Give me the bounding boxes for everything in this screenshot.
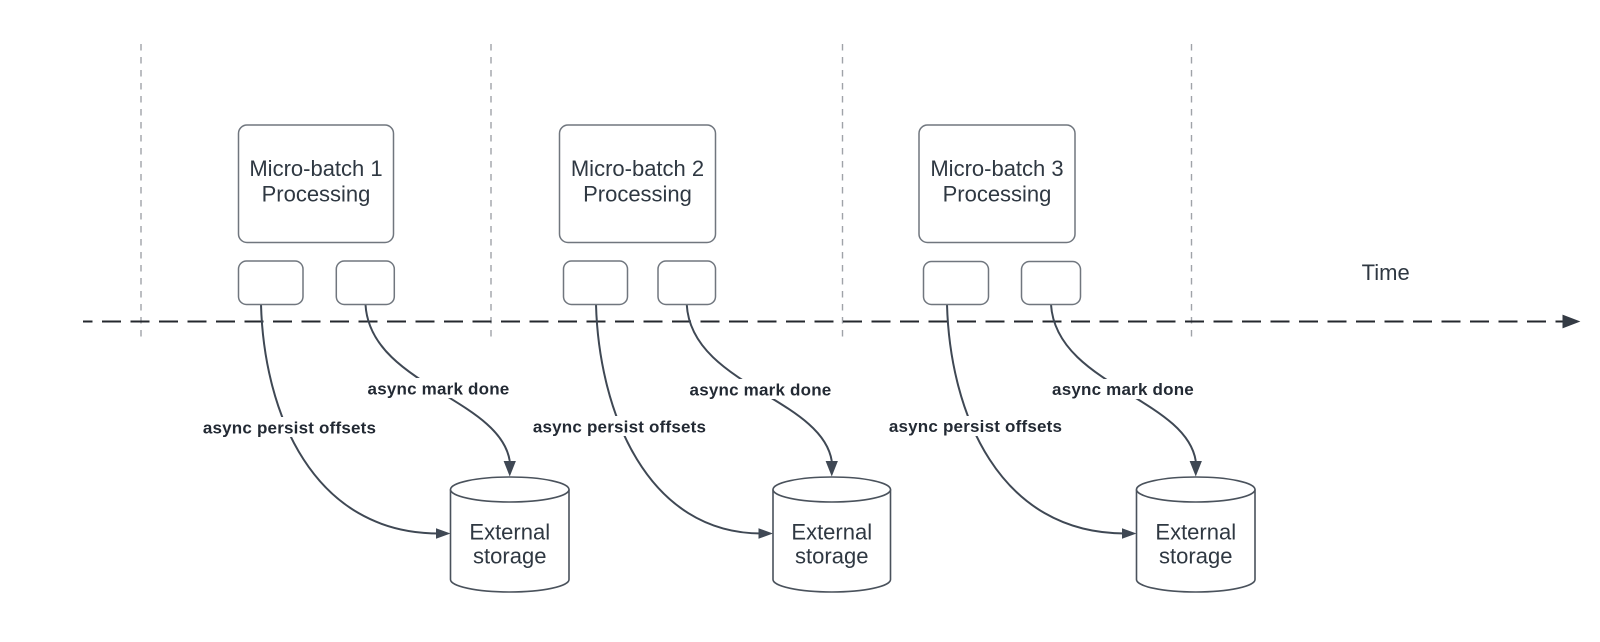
svg-text:Processing: Processing (943, 182, 1052, 207)
svg-text:Processing: Processing (583, 182, 692, 207)
svg-text:External: External (1155, 520, 1236, 545)
svg-text:Micro-batch 2: Micro-batch 2 (571, 156, 704, 181)
svg-text:async mark done: async mark done (368, 380, 510, 399)
svg-text:External: External (469, 520, 550, 545)
svg-text:storage: storage (795, 544, 868, 569)
svg-text:Processing: Processing (262, 182, 371, 207)
svg-text:async persist offsets: async persist offsets (203, 419, 376, 438)
svg-text:Micro-batch 1: Micro-batch 1 (249, 156, 382, 181)
svg-text:async mark done: async mark done (1052, 380, 1194, 399)
svg-text:async persist offsets: async persist offsets (533, 418, 706, 437)
svg-text:storage: storage (1159, 544, 1232, 569)
svg-text:Time: Time (1362, 260, 1410, 285)
svg-text:async persist offsets: async persist offsets (889, 417, 1062, 436)
svg-text:External: External (791, 520, 872, 545)
svg-text:async mark done: async mark done (690, 381, 832, 400)
svg-text:Micro-batch 3: Micro-batch 3 (930, 156, 1063, 181)
svg-text:storage: storage (473, 544, 546, 569)
